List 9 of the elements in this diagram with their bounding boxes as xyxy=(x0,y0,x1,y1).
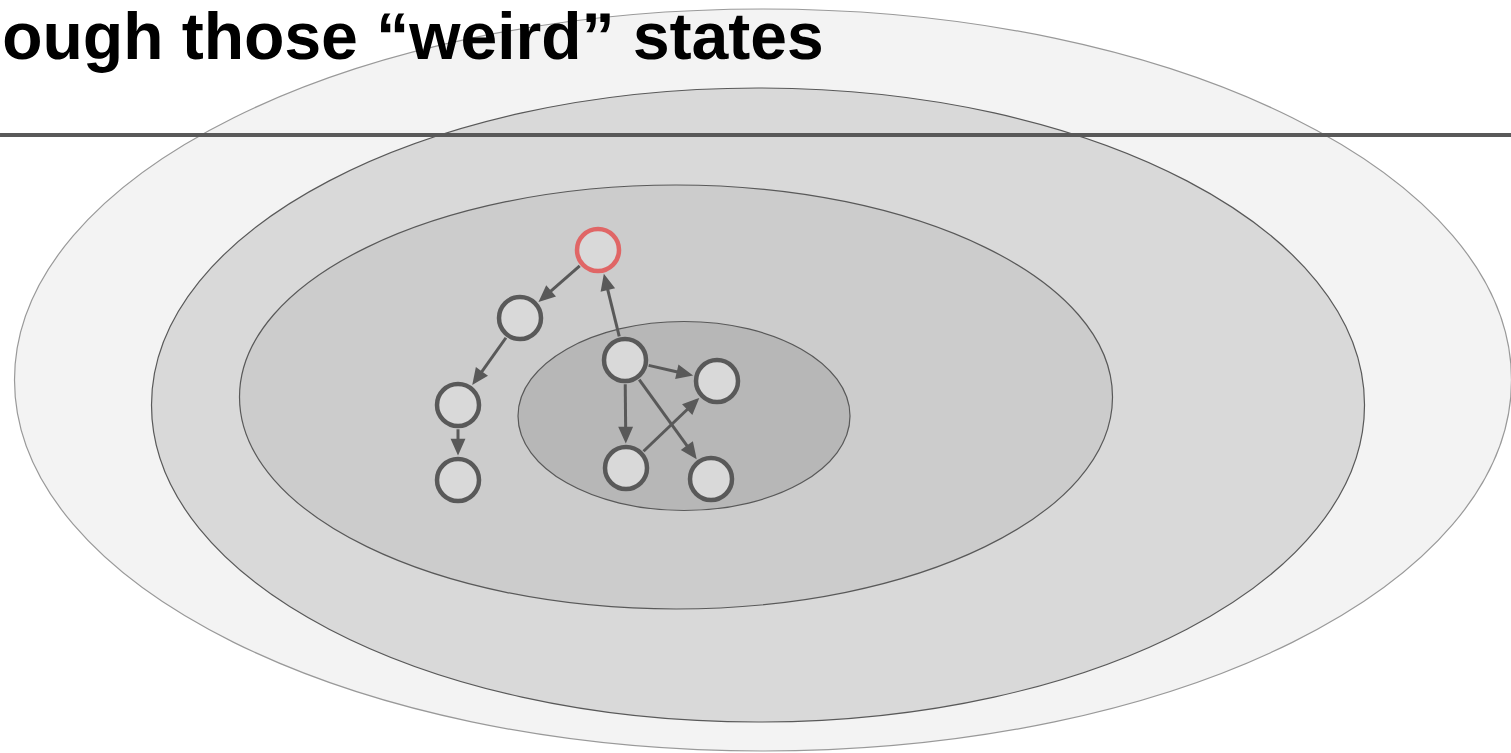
state-circle xyxy=(687,455,735,503)
state-circle xyxy=(434,456,482,504)
state-circle xyxy=(496,294,544,342)
state-circle xyxy=(574,226,622,274)
state-circle xyxy=(602,444,650,492)
state-circle xyxy=(434,381,482,429)
state-circle xyxy=(601,336,649,384)
title: ough those “weird” states xyxy=(4,11,821,73)
state-circle xyxy=(693,357,741,405)
